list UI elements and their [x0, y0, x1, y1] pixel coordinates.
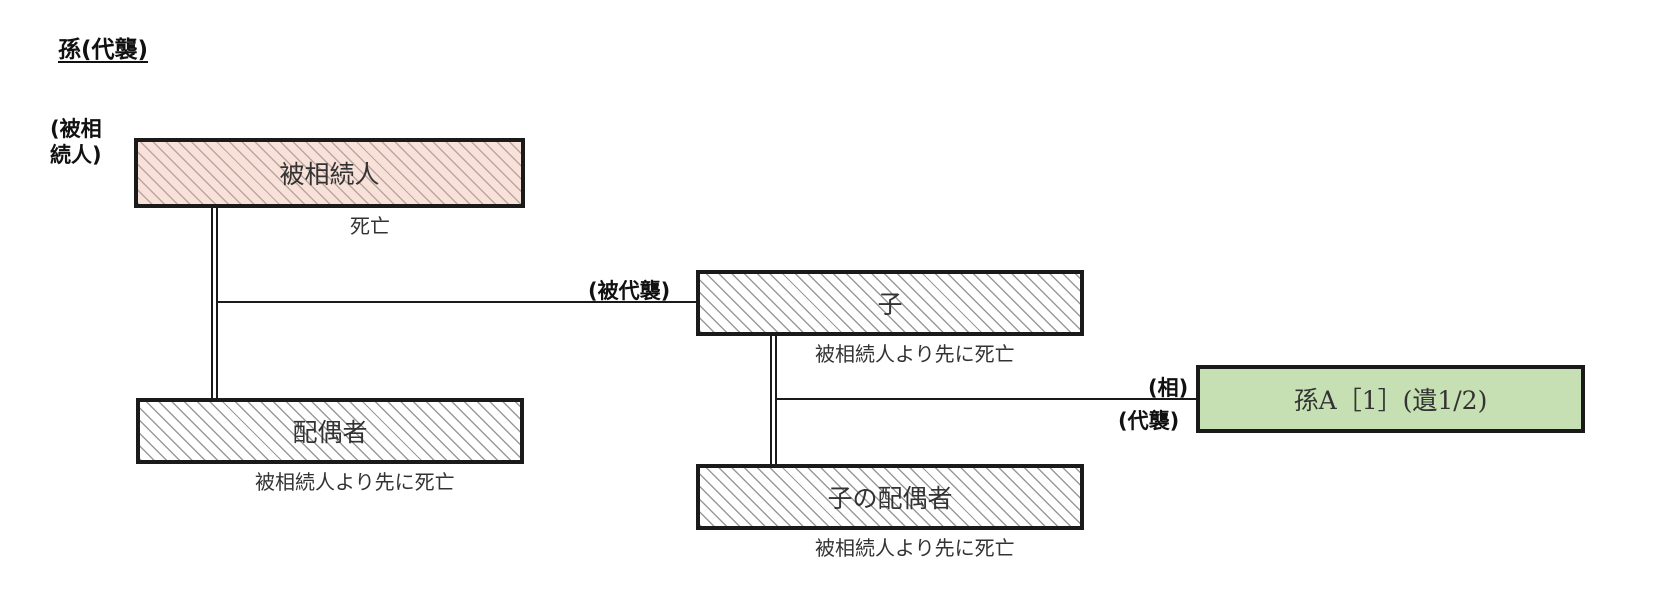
child-link-line: [216, 301, 696, 303]
decedent-role-label: (被相 続人): [50, 117, 102, 167]
page-title: 孫(代襲): [58, 37, 149, 63]
spouse-note: 被相続人より先に死亡: [255, 470, 455, 494]
grandchild-label: 孫A［1］(遺1/2): [1293, 386, 1488, 415]
grandchild-link-line: [775, 398, 1196, 400]
child-spouse-label: 子の配偶者: [827, 484, 953, 513]
grandchild-role-label-1: (相): [1148, 376, 1189, 400]
grandchild-role-label-2: (代襲): [1118, 409, 1180, 433]
spouse-label: 配偶者: [292, 418, 368, 447]
child-spouse-note: 被相続人より先に死亡: [815, 536, 1015, 560]
decedent-box: 被相続人: [134, 138, 525, 208]
spouse-box: 配偶者: [136, 398, 524, 464]
child-spouse-box: 子の配偶者: [696, 464, 1084, 530]
decedent-note: 死亡: [350, 214, 390, 238]
child-note: 被相続人より先に死亡: [815, 342, 1015, 366]
marriage-line-child: [770, 336, 777, 464]
child-label: 子: [877, 290, 903, 319]
decedent-label: 被相続人: [279, 160, 380, 189]
child-box: 子: [696, 270, 1084, 336]
child-role-label: (被代襲): [588, 279, 671, 303]
grandchild-box: 孫A［1］(遺1/2): [1196, 365, 1585, 433]
marriage-line-decedent: [211, 208, 218, 398]
